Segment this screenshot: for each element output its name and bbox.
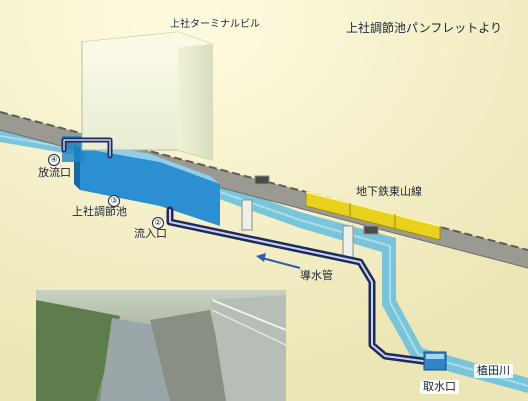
terminal-building [81,31,213,161]
subway-line-label: 地下鉄東山線 [356,185,422,198]
reservoir-number: ③ [108,195,120,207]
reservoir-label: 上社調節池 [72,205,127,218]
headrace-label: 導水管 [300,269,333,282]
intake-label: 取水口 [420,380,459,394]
support-columns [241,175,379,259]
flow-arrow [256,253,301,269]
subway-train [305,191,441,241]
caption: 上社調節池パンフレットより [346,21,503,35]
river-label: 植田川 [474,364,513,378]
inflow-number: ② [152,217,164,229]
headrace-pipe [61,137,434,366]
terminal-building-label: 上社ターミナルビル [170,19,260,30]
inset-photo [36,290,287,401]
outlet-label: 放流口 [38,166,71,179]
outlet-number: ④ [48,154,60,166]
inflow-label: 流入口 [134,227,167,240]
intake-structure [423,351,447,371]
